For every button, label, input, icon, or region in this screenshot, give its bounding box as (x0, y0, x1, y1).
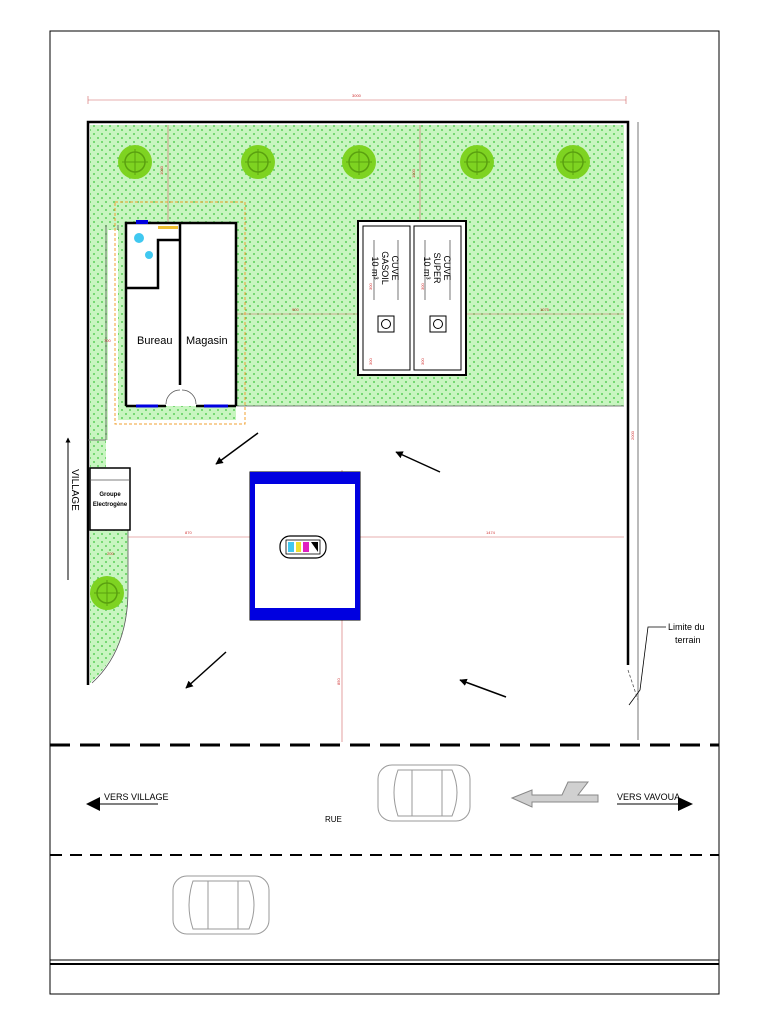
tree-icon (90, 576, 124, 610)
site-boundary (86, 120, 639, 740)
tank-a-dim: 300 (368, 283, 373, 290)
limite-line1: Limite du (668, 622, 705, 632)
bureau-side-dim: 700 (104, 338, 111, 343)
tree-icon (460, 145, 494, 179)
groupe-lower-dim: 200 (107, 551, 114, 556)
top-width-dim: 3000 (352, 93, 362, 98)
tank-gasoil: CUVE GASOIL 10 m³ 300 300 (368, 240, 400, 365)
trees (90, 145, 590, 610)
tree-icon (118, 145, 152, 179)
vers-village-sign: VERS VILLAGE (86, 792, 169, 811)
lane-arrow-icon (510, 781, 599, 808)
right-depth-dim: 2000 (630, 430, 635, 440)
village-indicator: VILLAGE (65, 437, 80, 580)
road: RUE VERS VILLAGE VERS VAVOUA (50, 743, 719, 965)
left-depth-dim: 1000 (159, 165, 164, 175)
car-icon (377, 764, 471, 822)
cuve-super-line3: 10 m³ (422, 256, 432, 279)
pump-right-dim: 1474 (486, 530, 496, 535)
bureau-label: Bureau (137, 335, 172, 347)
tank-b-dim: 300 (368, 358, 373, 365)
tank-super: CUVE SUPER 10 m³ 300 300 (420, 240, 452, 365)
pump-island (279, 535, 327, 559)
limit-annotation: Limite du terrain (627, 622, 705, 706)
lower-center-dim: 850 (336, 678, 341, 685)
limite-line2: terrain (675, 635, 701, 645)
drawing-frame (49, 30, 720, 995)
groupe-line2: Electrogène (93, 502, 128, 508)
tank-d-dim: 300 (420, 358, 425, 365)
lawn-left-strip (90, 440, 106, 468)
groupe-line1: Groupe (99, 492, 121, 498)
vers-vavoua-label: VERS VAVOUA (617, 792, 680, 802)
village-label: VILLAGE (69, 469, 80, 511)
tank-c-dim: 300 (420, 283, 425, 290)
rue-label: RUE (325, 815, 342, 824)
vers-village-label: VERS VILLAGE (104, 792, 169, 802)
building: Bureau Magasin (114, 201, 246, 425)
top-dimension: 3000 (87, 93, 627, 104)
center-depth-dim: 1000 (411, 168, 416, 178)
cuve-super-line1: CUVE (442, 255, 452, 280)
canopy (249, 471, 361, 621)
pump-left-dim: 870 (185, 530, 192, 535)
fuel-tanks: CUVE GASOIL 10 m³ 300 300 CUVE SUPER 10 … (357, 220, 467, 376)
tree-icon (241, 145, 275, 179)
tree-icon (556, 145, 590, 179)
cuve-gasoil-line1: CUVE (390, 255, 400, 280)
traffic-arrows (185, 432, 507, 698)
generator-room: Groupe Electrogène (89, 467, 131, 531)
tree-icon (342, 145, 376, 179)
vers-vavoua-sign: VERS VAVOUA (617, 792, 693, 811)
mid-right-dim: 1075 (540, 307, 550, 312)
car-icon (172, 875, 270, 935)
cuve-gasoil-line2: GASOIL (380, 251, 390, 285)
mid-left-dim: 900 (292, 307, 299, 312)
cuve-super-line2: SUPER (432, 252, 442, 284)
cuve-gasoil-line3: 10 m³ (370, 256, 380, 279)
magasin-label: Magasin (186, 335, 228, 347)
